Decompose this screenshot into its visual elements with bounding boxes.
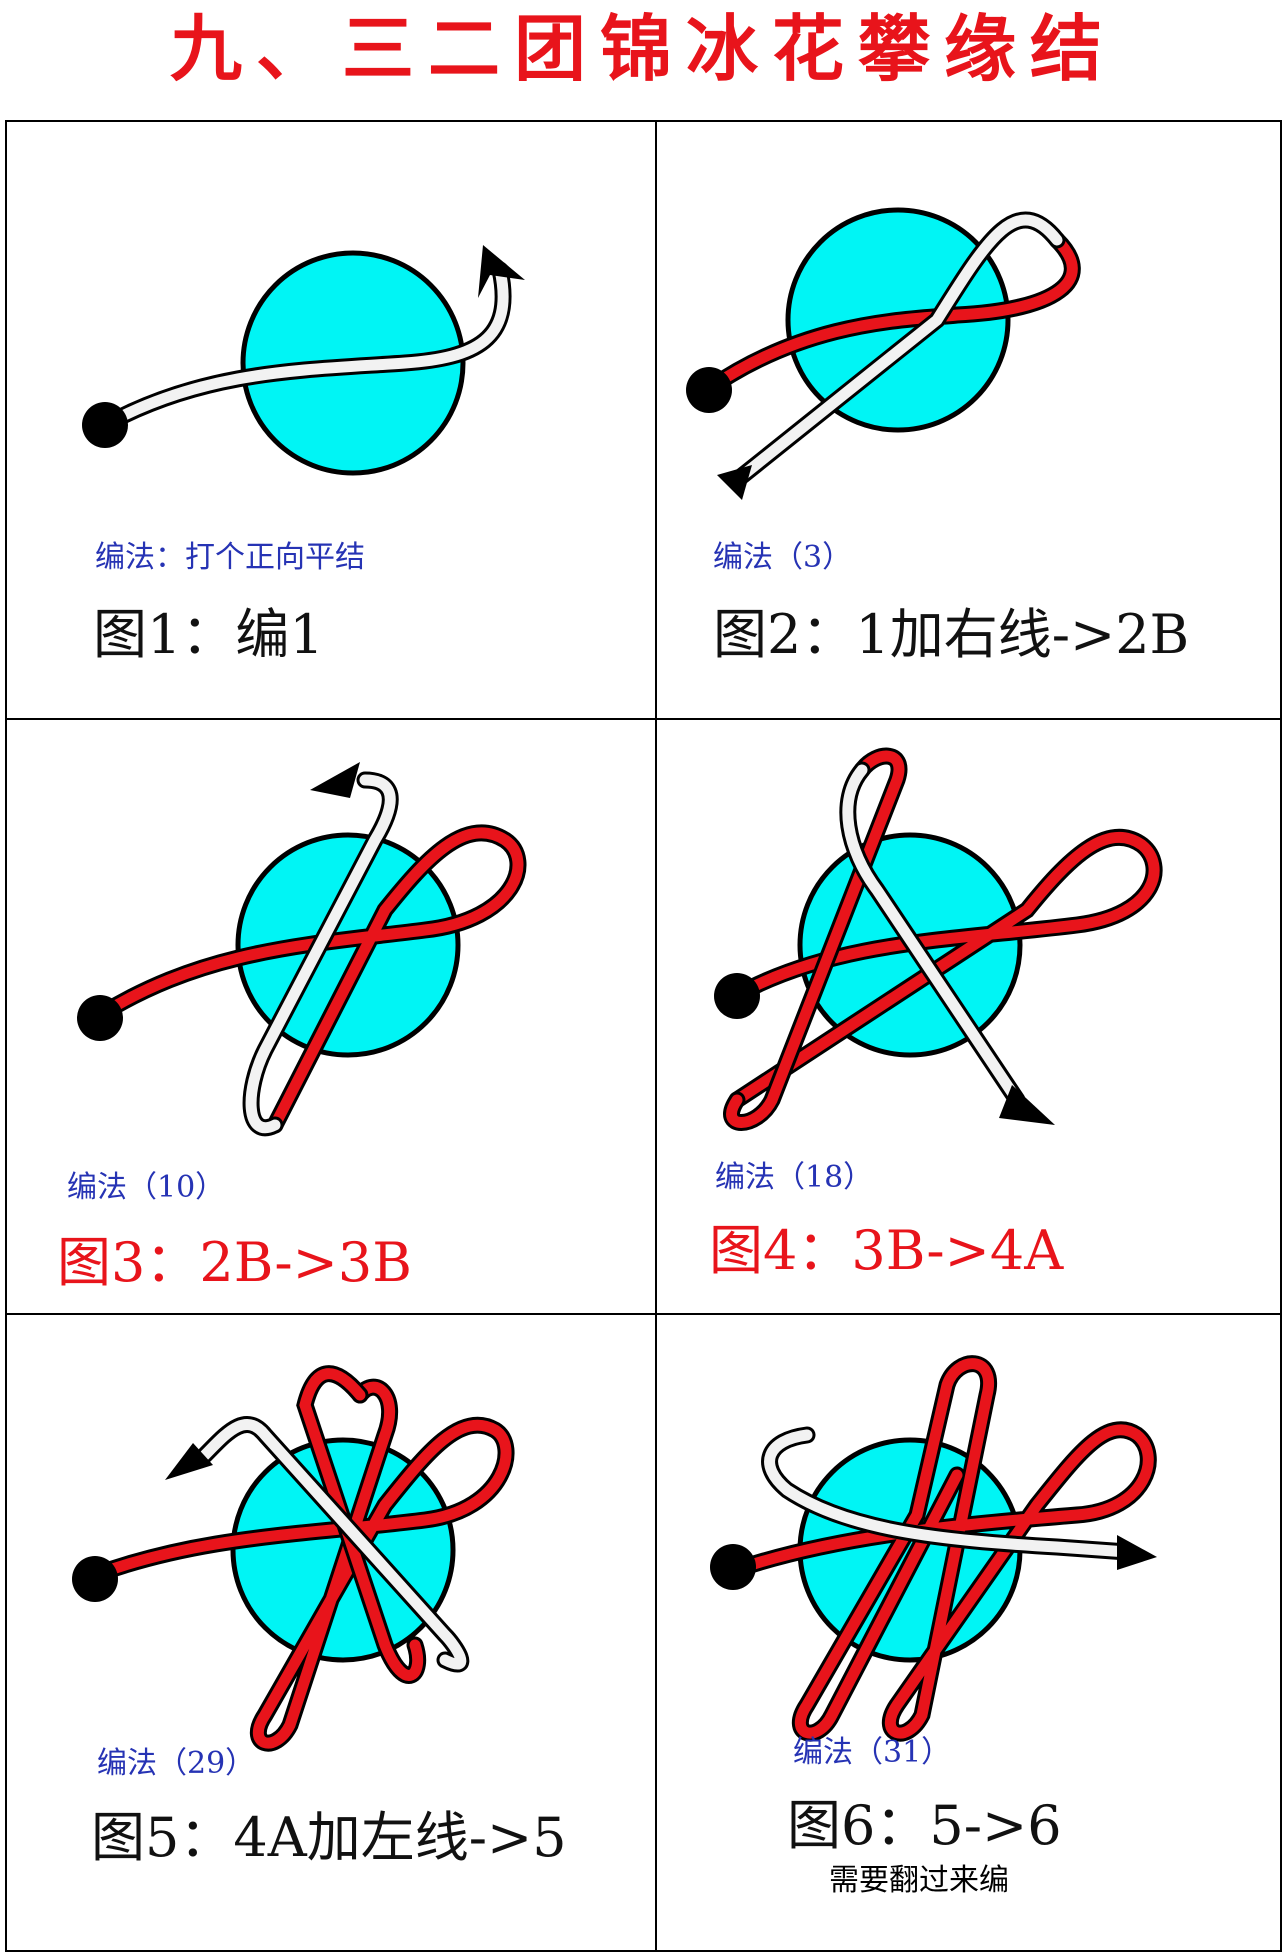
arrow-head bbox=[165, 1443, 213, 1480]
panel-5-caption: 图5：4A加左线->5 bbox=[91, 1806, 567, 1869]
panel-4-illustration bbox=[714, 747, 1163, 1131]
panel-2-caption: 图2：1加右线->2B bbox=[713, 603, 1190, 666]
panel-3-illustration bbox=[77, 762, 527, 1136]
red-cord bbox=[89, 1381, 512, 1749]
panel-5-method: 编法（29） bbox=[97, 1746, 256, 1781]
arrow-head bbox=[310, 762, 360, 798]
panel-5-illustration bbox=[72, 1365, 515, 1752]
panel-2-method: 编法（3） bbox=[713, 540, 853, 575]
panel-6-caption: 图6：5->6 bbox=[787, 1794, 1062, 1857]
white-cord bbox=[199, 1419, 467, 1670]
panel-1-caption: 图1：编1 bbox=[93, 603, 324, 666]
panel-1-method: 编法：打个正向平结 bbox=[95, 540, 365, 575]
panel-6-illustration bbox=[710, 1355, 1157, 1742]
arrow-head bbox=[999, 1085, 1055, 1125]
diagram-grid bbox=[5, 120, 1282, 1952]
grid-divider-vertical bbox=[655, 120, 657, 1952]
red-cord-loop bbox=[726, 750, 905, 1128]
red-cord bbox=[701, 234, 1078, 396]
arrow-head bbox=[478, 245, 525, 298]
panel-4-method: 编法（18） bbox=[715, 1160, 874, 1195]
arrow-head bbox=[1117, 1535, 1157, 1570]
red-cord bbox=[94, 827, 524, 1131]
panel-6-note: 需要翻过来编 bbox=[829, 1863, 1009, 1898]
cord-end-dot bbox=[72, 1556, 118, 1602]
panel-6-method: 编法（31） bbox=[793, 1735, 952, 1770]
panel-6: 编法（31） 图6：5->6 需要翻过来编 bbox=[657, 1315, 1282, 1952]
cord-end-dot bbox=[686, 367, 732, 413]
panel-2: 编法（3） 图2：1加右线->2B bbox=[657, 120, 1282, 718]
panel-1: 编法：打个正向平结 图1：编1 bbox=[5, 120, 655, 718]
panel-4-caption: 图4：3B->4A bbox=[709, 1219, 1064, 1282]
panel-2-illustration bbox=[686, 207, 1081, 500]
cord-end-dot bbox=[714, 973, 760, 1019]
white-cord bbox=[842, 764, 1023, 1106]
red-cord bbox=[726, 1358, 1154, 1739]
cord-end-dot bbox=[710, 1544, 756, 1590]
cord-end-dot bbox=[82, 402, 128, 448]
panel-3-caption: 图3：2B->3B bbox=[57, 1231, 412, 1294]
arrow-head bbox=[717, 465, 752, 500]
panel-5: 编法（29） 图5：4A加左线->5 bbox=[5, 1315, 655, 1952]
red-cord bbox=[731, 831, 1160, 1106]
panel-4: 编法（18） 图4：3B->4A bbox=[657, 720, 1282, 1313]
grid-divider-horizontal-1 bbox=[5, 718, 1282, 720]
white-cord bbox=[731, 214, 1063, 486]
white-cord bbox=[245, 774, 396, 1133]
cord-end-dot bbox=[77, 995, 123, 1041]
grid-divider-horizontal-2 bbox=[5, 1313, 1282, 1315]
white-cord bbox=[99, 264, 509, 431]
panel-3-method: 编法（10） bbox=[67, 1170, 226, 1205]
white-cord bbox=[764, 1429, 1133, 1558]
panel-1-illustration bbox=[82, 245, 525, 476]
page-title: 九、三二团锦冰花攀缘结 bbox=[169, 7, 1116, 91]
panel-3: 编法（10） 图3：2B->3B bbox=[5, 720, 655, 1313]
